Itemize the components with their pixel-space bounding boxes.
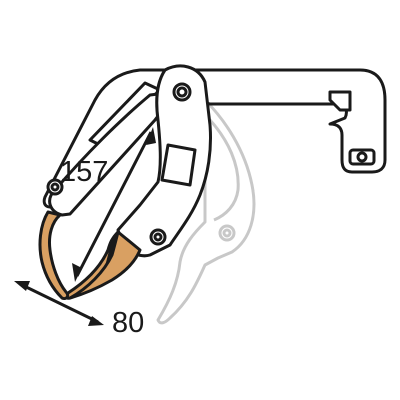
dimension-80-label: 80 [112, 307, 144, 339]
clamp-frame [42, 68, 387, 209]
ghost-open-handle [156, 98, 256, 325]
jaw-tip [38, 210, 70, 300]
dimension-157-label: 157 [60, 156, 108, 188]
dimension-80-arrow [14, 281, 104, 326]
lower-jaw-body [68, 230, 142, 300]
dimension-157-arrow [72, 127, 156, 282]
copper-jaws [38, 210, 142, 300]
moving-handle [116, 64, 212, 258]
